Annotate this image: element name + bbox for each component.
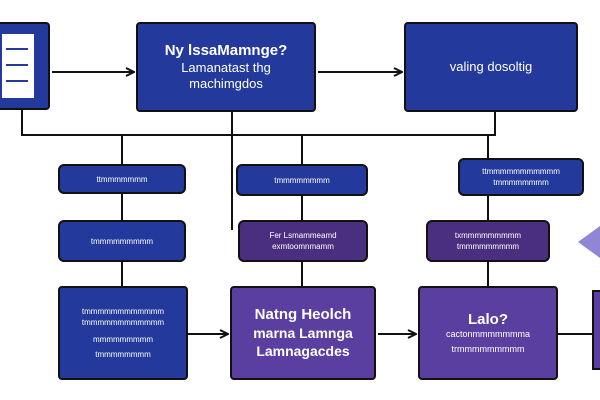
- node-text: tmmmmmmmmmmmm: [81, 318, 165, 327]
- mid-right-label-2: txmmmmmmmmm tmmmmmmmmm: [426, 220, 550, 262]
- document-icon: [0, 32, 36, 100]
- document-line: [6, 80, 28, 82]
- top-center-node: Ny lssaMamnge? Lamanatast thg machimgdos: [136, 22, 316, 112]
- left-arrow-icon: [578, 226, 600, 258]
- bottom-right-node: Lalo? cactonmmmmmmma trmmmmmmmmm: [418, 286, 558, 380]
- node-text: trmmmmmmmmm: [451, 344, 525, 354]
- document-line: [6, 64, 28, 66]
- node-text: tmmmmmmmm: [95, 350, 151, 359]
- node-text: ttmmmmmmm: [96, 174, 148, 184]
- mid-center-label-2: Fer Lsmammeamd exmtoomnmamm: [238, 220, 368, 262]
- node-title: valing dosoltig: [449, 59, 533, 74]
- node-text: Lamanatast thg: [181, 60, 271, 75]
- mid-center-label-1: tmmmmmmmm: [236, 164, 368, 196]
- document-line: [6, 48, 28, 50]
- top-right-node: valing dosoltig: [404, 22, 578, 112]
- node-text: tmmmmmmmmm: [456, 242, 520, 251]
- node-text: machimgdos: [189, 76, 263, 91]
- bottom-left-node: tmmmmmmmmmmmm tmmmmmmmmmmmm mmmmmmmmm tm…: [58, 286, 188, 380]
- node-text: marna Lamnga: [253, 325, 353, 341]
- node-title: Ny lssaMamnge?: [164, 42, 288, 59]
- node-title: Lalo?: [468, 311, 508, 328]
- node-text: mmmmmmmmm: [93, 335, 153, 344]
- node-text: exmtoomnmamm: [272, 242, 334, 251]
- node-title: Natng Heolch: [254, 306, 352, 323]
- bottom-center-node: Natng Heolch marna Lamnga Lamnagacdes: [230, 286, 376, 380]
- mid-right-label-1: ttmmmmmmmmmmm tmmmmmmmm: [458, 158, 584, 196]
- bus-line-top: [21, 110, 496, 136]
- node-text: tmmmmmmmm: [493, 178, 549, 187]
- node-text: ttmmmmmmmmmmm: [482, 167, 560, 176]
- node-text: Lamnagacdes: [256, 343, 350, 359]
- node-text: txmmmmmmmmm: [454, 231, 522, 240]
- mid-left-label-1: ttmmmmmmm: [58, 164, 186, 194]
- node-text: tmmmmmmmmm: [90, 236, 154, 246]
- mid-left-label-2: tmmmmmmmmm: [58, 220, 186, 262]
- node-text: cactonmmmmmmma: [445, 329, 530, 339]
- node-text: Fer Lsmammeamd: [269, 231, 337, 240]
- node-text: tmmmmmmmmmmmm: [81, 307, 165, 316]
- node-text: tmmmmmmmm: [274, 175, 330, 185]
- offscreen-node: [592, 290, 600, 370]
- document-panel: [0, 22, 50, 110]
